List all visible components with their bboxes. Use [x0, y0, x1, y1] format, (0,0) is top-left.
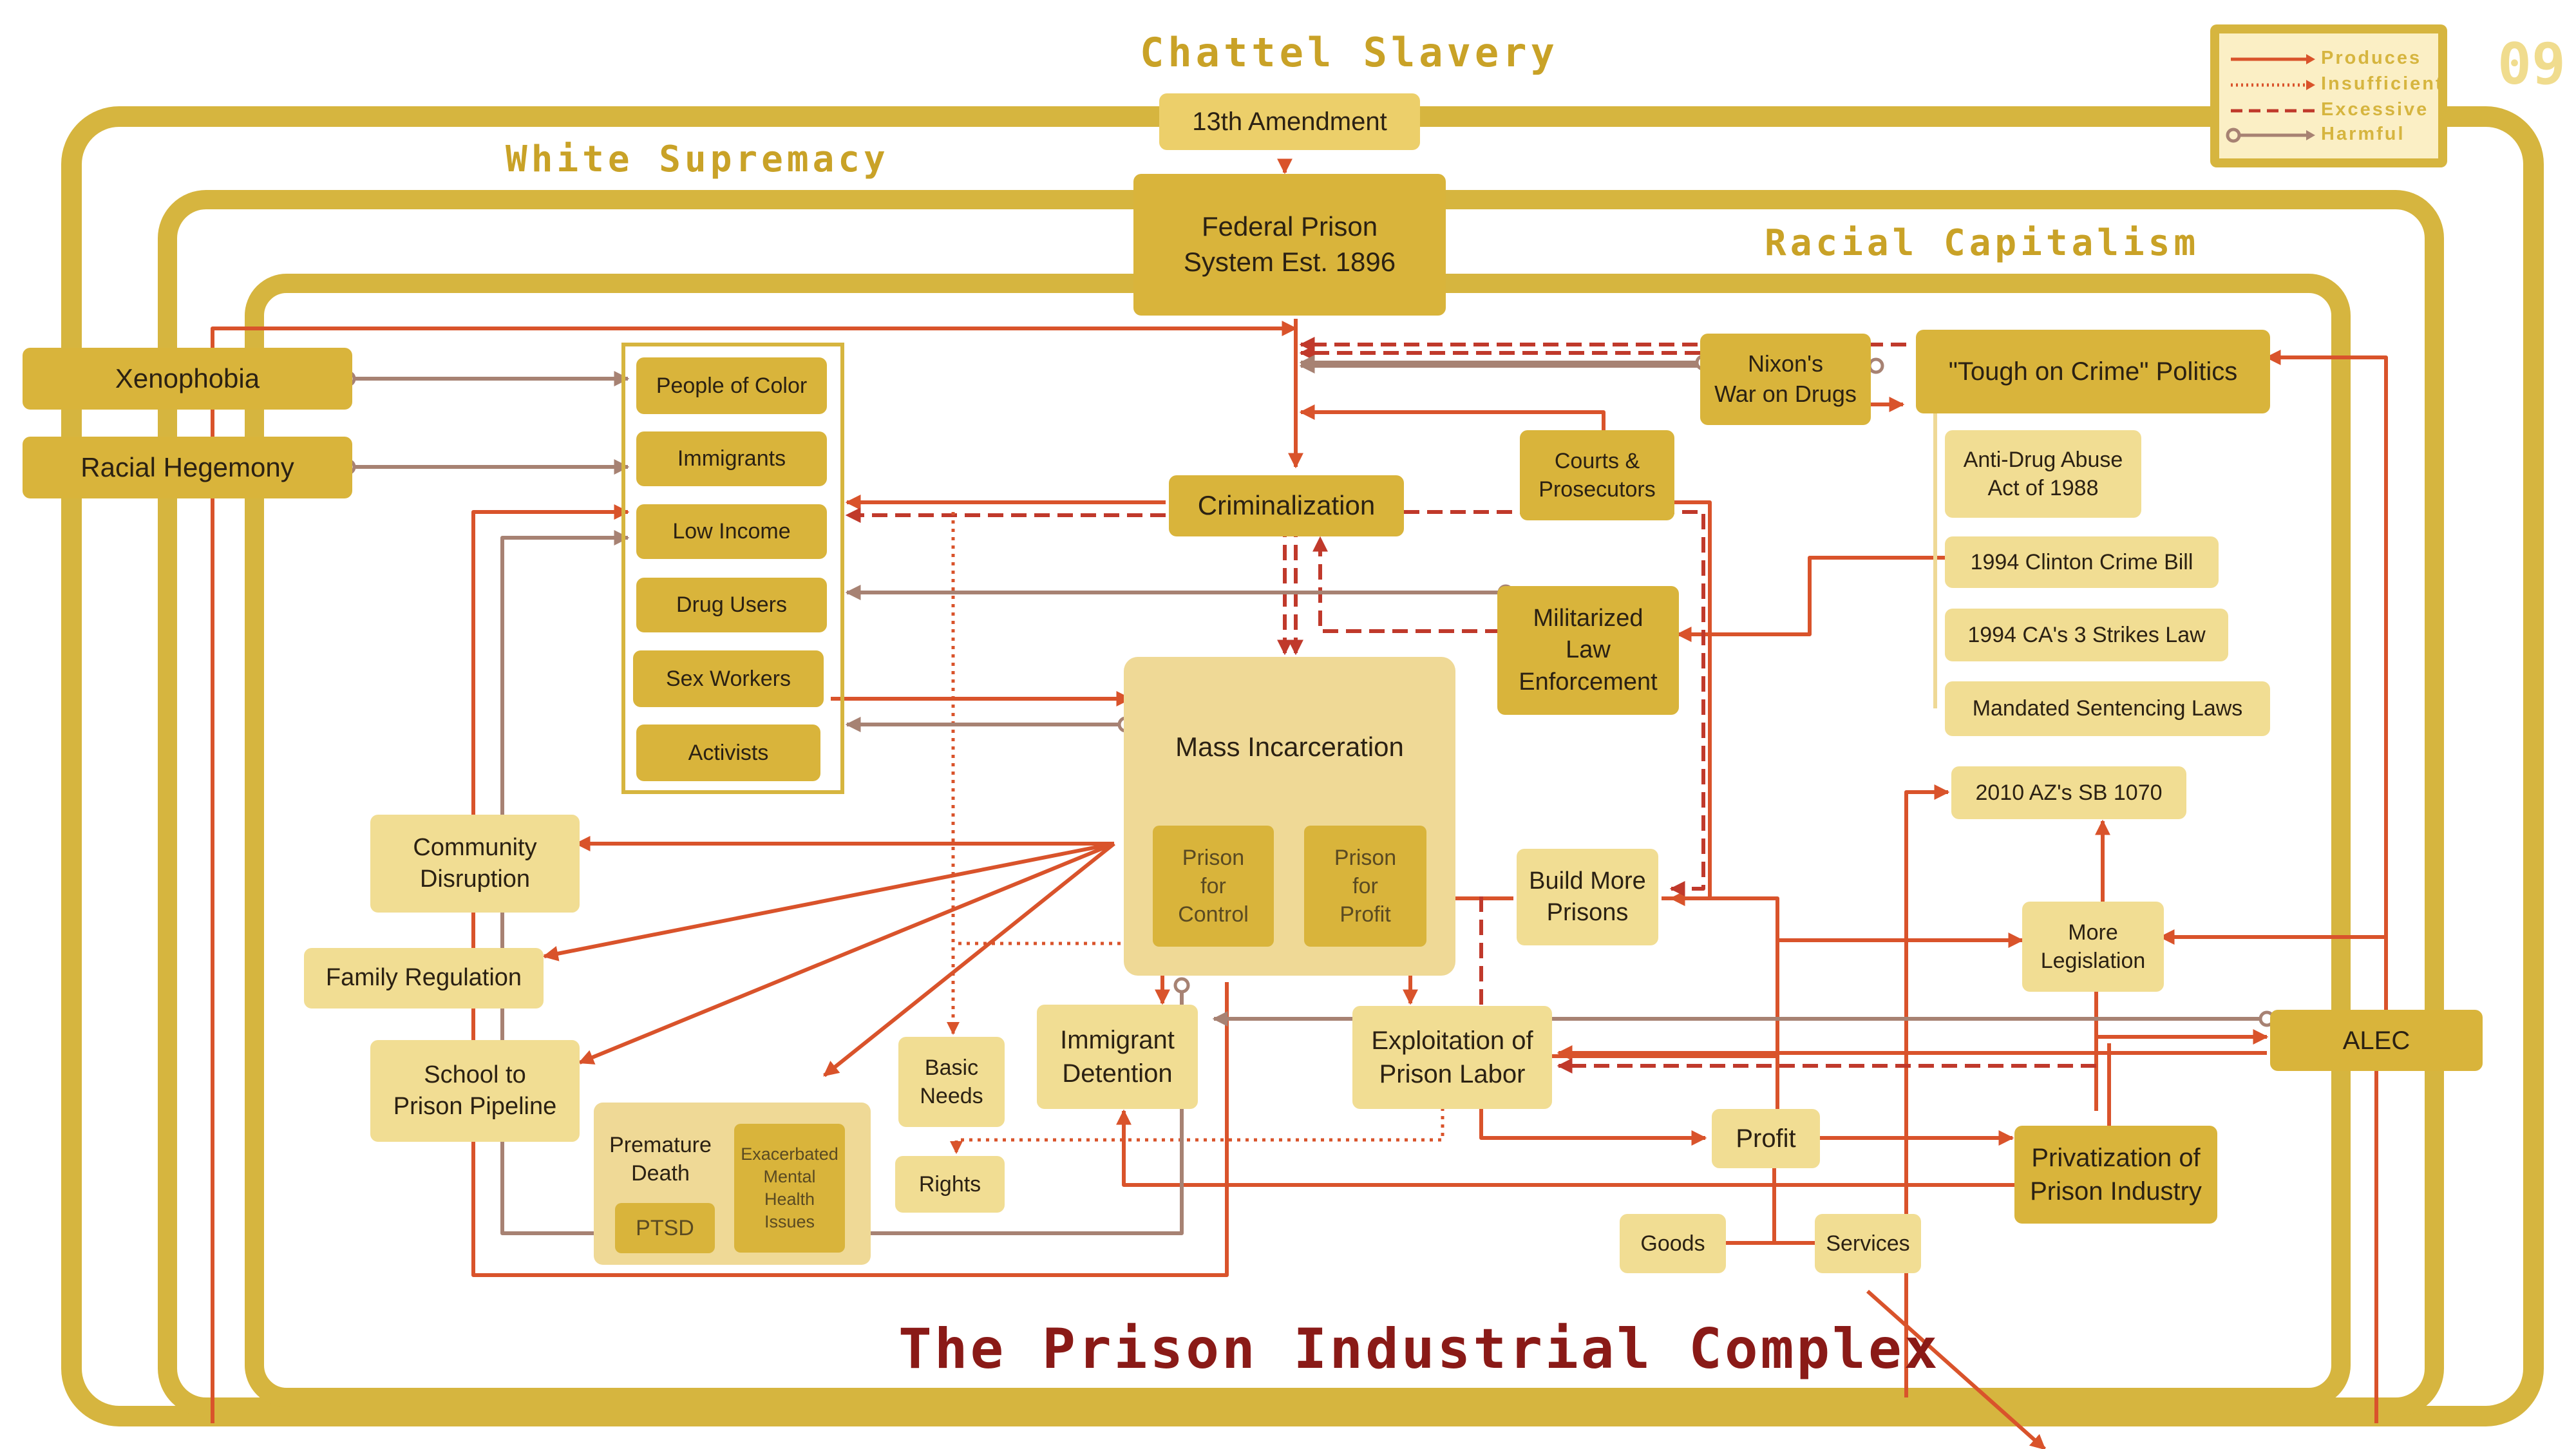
node-alec: ALEC — [2270, 1010, 2483, 1071]
harmful-dot-detention — [1173, 977, 1190, 994]
legend-excessive: Excessive — [2321, 99, 2429, 120]
wire-exploit-rights-insufficient — [950, 1108, 1444, 1154]
node-basic-needs: Basic Needs — [898, 1037, 1005, 1127]
node-low-income: Low Income — [636, 504, 827, 559]
wire-militarized-crim — [1312, 536, 1501, 633]
harmful-dot-tough — [1868, 357, 1884, 374]
node-criminalization: Criminalization — [1169, 475, 1404, 536]
node-az-sb1070: 2010 AZ's SB 1070 — [1951, 766, 2186, 819]
node-prison-for-control: Prison for Control — [1153, 826, 1274, 947]
legend: Produces Insufficient Excessive Harmful — [2210, 24, 2447, 167]
wire-alec-tough — [2265, 350, 2388, 1010]
wire-services-out — [1866, 1289, 2046, 1449]
legend-insufficient: Insufficient — [2321, 73, 2444, 94]
node-activists: Activists — [636, 724, 820, 781]
wire-frame-sb1070 — [1904, 784, 1950, 1397]
node-three-strikes: 1994 CA's 3 Strikes Law — [1945, 609, 2228, 661]
node-rights: Rights — [895, 1156, 1005, 1213]
node-exploitation-labor: Exploitation of Prison Labor — [1352, 1006, 1552, 1109]
node-school-to-prison: School to Prison Pipeline — [370, 1040, 580, 1142]
wire-exploitation-profit — [1479, 1108, 1707, 1146]
wire-frame-left-tough — [211, 1397, 2378, 1423]
node-immigrant-detention: Immigrant Detention — [1037, 1005, 1198, 1109]
node-profit: Profit — [1712, 1109, 1820, 1168]
wire-frame-to-criminalization — [211, 321, 1298, 1397]
node-clinton-crime-bill: 1994 Clinton Crime Bill — [1945, 536, 2219, 588]
wire-courts-up — [1299, 404, 1605, 430]
legend-produces: Produces — [2321, 48, 2422, 68]
node-build-more-prisons: Build More Prisons — [1517, 849, 1658, 945]
node-goods: Goods — [1620, 1214, 1726, 1273]
racial-capitalism-title: Racial Capitalism — [1765, 222, 2200, 264]
node-tough-on-crime: "Tough on Crime" Politics — [1916, 330, 2270, 413]
node-13th-amendment: 13th Amendment — [1159, 93, 1420, 150]
wire-profit-goods-services — [1726, 1167, 1819, 1245]
wire-courts-build — [1669, 500, 1712, 906]
mass-incarceration-label: Mass Incarceration — [1175, 731, 1404, 762]
node-xenophobia: Xenophobia — [23, 348, 352, 410]
wire-mass-premature — [823, 842, 1115, 1077]
node-prison-for-profit: Prison for Profit — [1304, 826, 1426, 947]
groups-container-outline — [621, 343, 844, 794]
chattel-slavery-title: Chattel Slavery — [1140, 29, 1558, 76]
node-family-regulation: Family Regulation — [304, 948, 544, 1009]
node-immigrants: Immigrants — [636, 431, 827, 486]
racial-capitalism-frame — [245, 274, 2351, 1407]
wire-clinton-militarized — [1676, 556, 1945, 642]
node-ptsd: PTSD — [615, 1203, 715, 1253]
node-racial-hegemony: Racial Hegemony — [23, 437, 352, 498]
premature-death-label: Premature Death — [609, 1132, 712, 1186]
wire-mass-loop-low-income — [471, 504, 1229, 1277]
diagram-title: The Prison Industrial Complex — [898, 1317, 1940, 1381]
node-services: Services — [1815, 1214, 1921, 1273]
wire-mass-school — [578, 842, 1115, 1065]
node-privatization: Privatization of Prison Industry — [2014, 1126, 2217, 1224]
node-mandated-sentencing: Mandated Sentencing Laws — [1945, 681, 2270, 736]
node-militarized-law: Militarized Law Enforcement — [1497, 586, 1679, 715]
legend-harmful: Harmful — [2321, 124, 2405, 144]
node-sex-workers: Sex Workers — [633, 650, 824, 707]
node-drug-users: Drug Users — [636, 578, 827, 632]
wire-frame-to-detention — [1116, 1043, 2111, 1187]
node-anti-drug-act: Anti-Drug Abuse Act of 1988 — [1945, 430, 2141, 518]
node-community-disruption: Community Disruption — [370, 815, 580, 913]
node-courts-prosecutors: Courts & Prosecutors — [1520, 430, 1674, 520]
node-people-of-color: People of Color — [636, 357, 827, 414]
wire-mass-family — [542, 842, 1115, 961]
node-more-legislation: More Legislation — [2022, 902, 2164, 992]
page-number: 09 — [2497, 31, 2566, 97]
node-mental-health: Exacerbated Mental Health Issues — [734, 1124, 845, 1253]
node-federal-prison: Federal Prison System Est. 1896 — [1133, 174, 1446, 316]
node-war-on-drugs: Nixon's War on Drugs — [1700, 334, 1871, 425]
wire-detention-frame-harmful — [500, 530, 1184, 1235]
white-supremacy-title: White Supremacy — [506, 138, 889, 180]
